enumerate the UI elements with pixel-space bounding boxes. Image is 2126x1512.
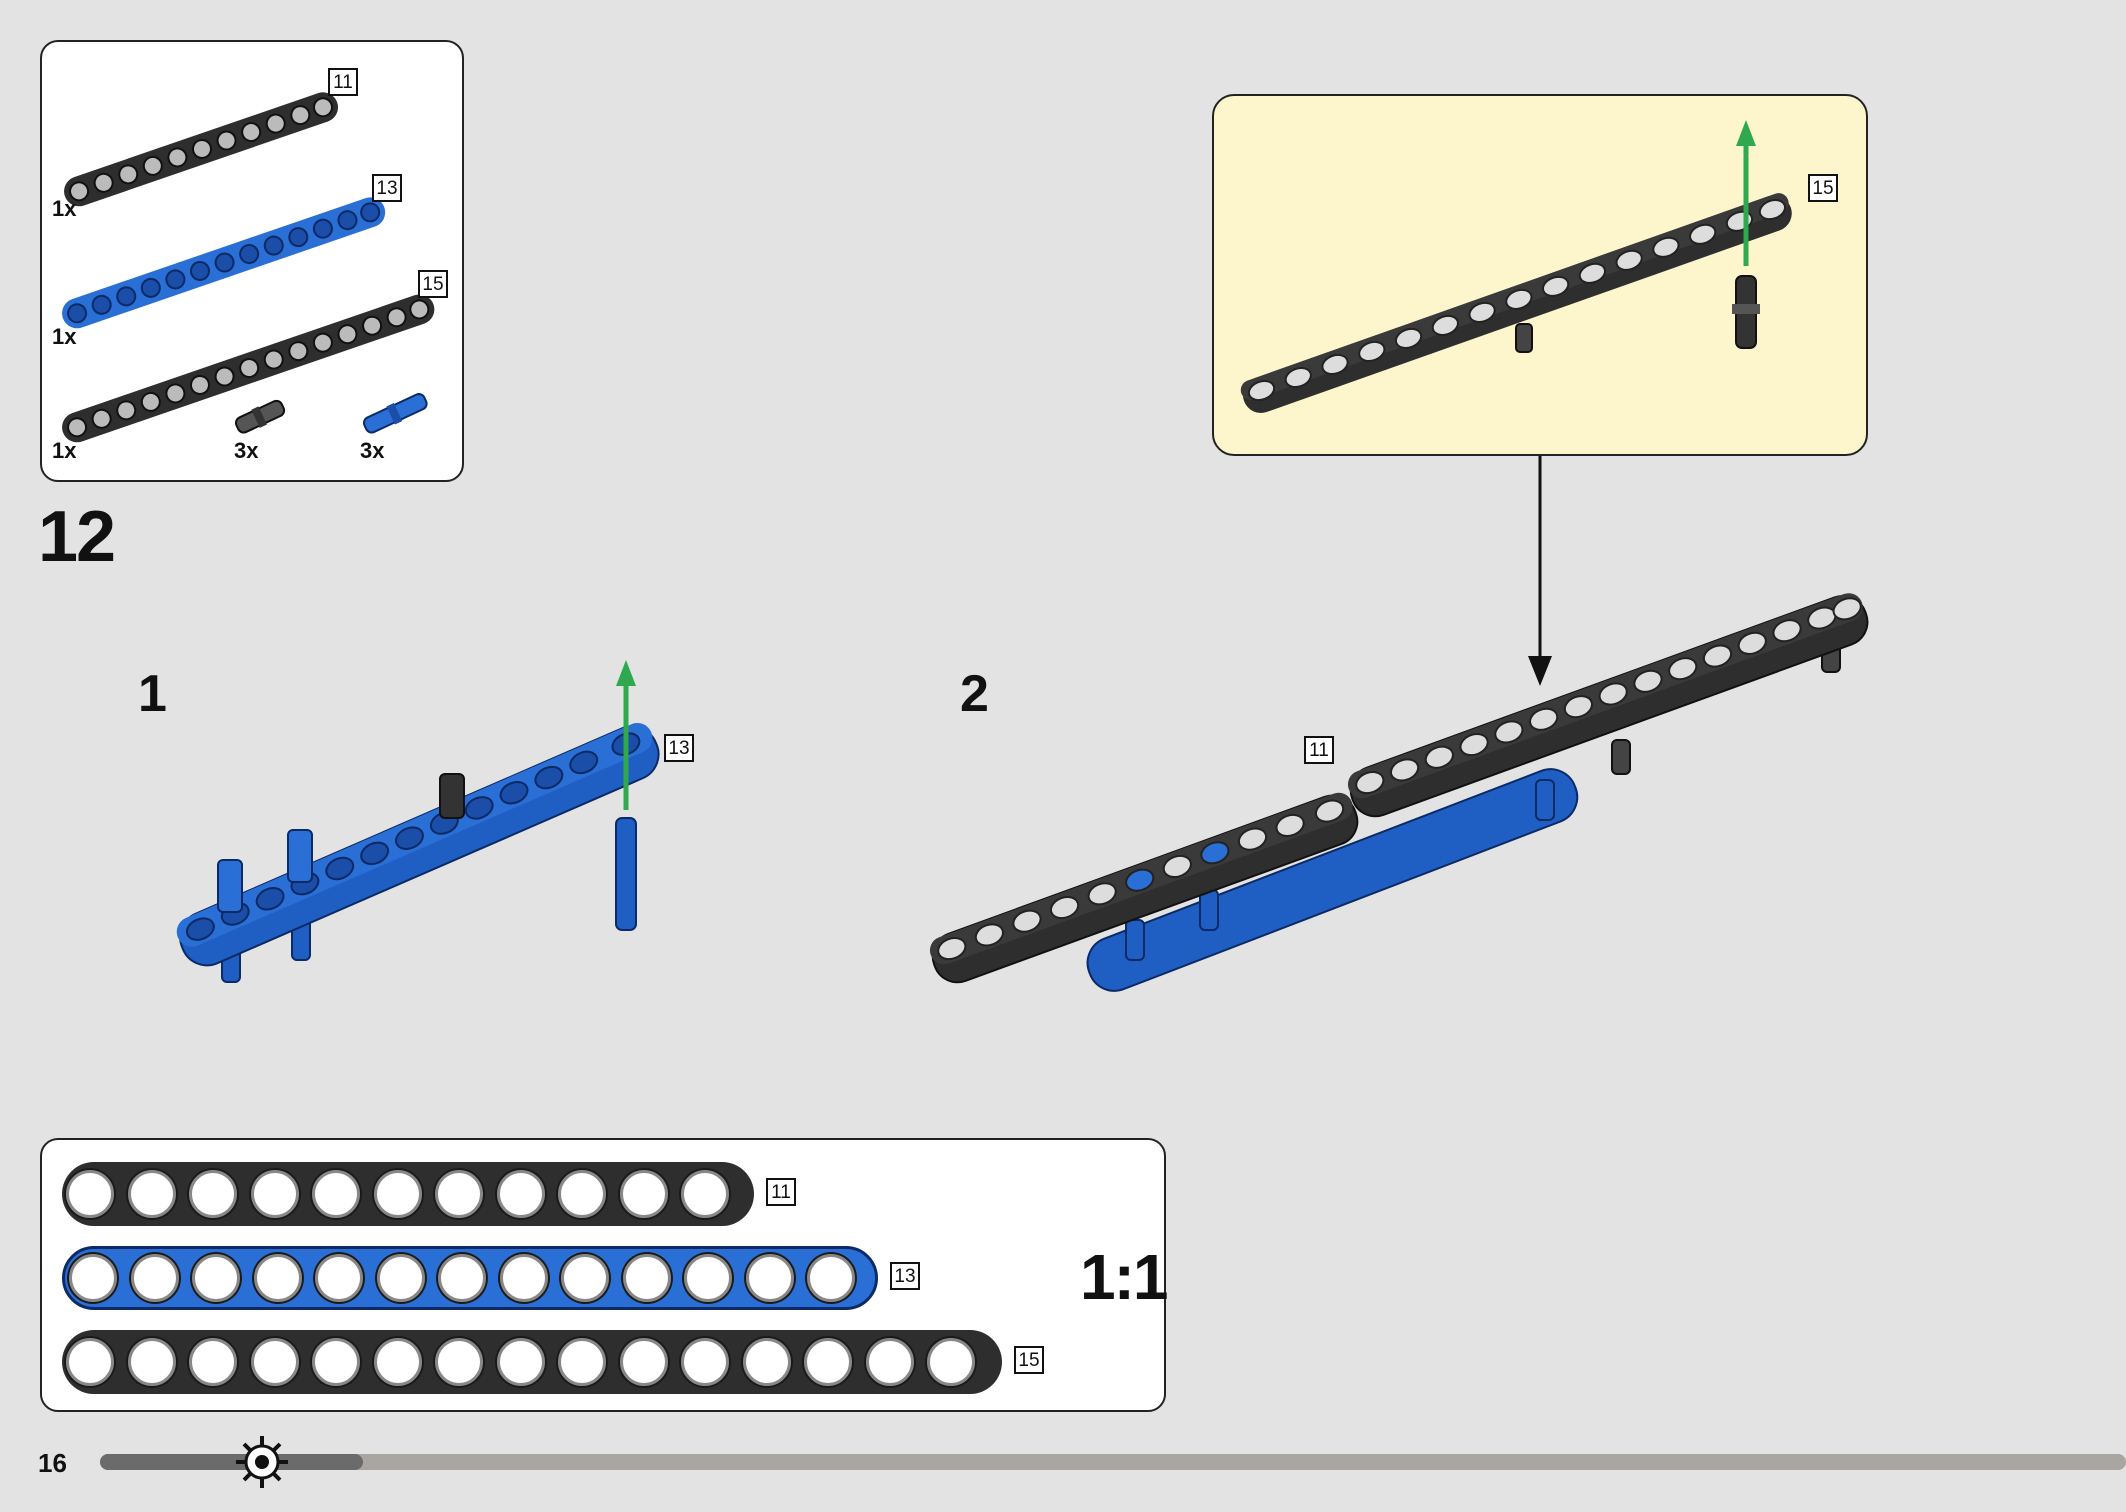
ruler-beam-13 — [62, 1246, 878, 1310]
beam-11-part-image — [62, 92, 435, 443]
ruler-beam-15 — [62, 1330, 1002, 1394]
part-qty-beam-11: 1x — [52, 196, 77, 221]
part-qty-black-pin: 3x — [234, 438, 259, 463]
part-qty-beam-15: 1x — [52, 438, 77, 463]
parts-list-panel: 11 13 15 1x 1x 1x 3x 3x — [40, 40, 464, 482]
substep-2-assembly — [929, 593, 1869, 992]
substep-2-part-tag-11: 11 — [1304, 736, 1334, 764]
substep-1-assembly — [176, 660, 660, 983]
substep-2-label: 2 — [960, 665, 989, 723]
callout-box: 15 — [1212, 94, 1868, 456]
part-tag-15: 15 — [418, 270, 448, 298]
ruler-beam-11 — [62, 1162, 754, 1226]
ruler-tag-11: 11 — [766, 1178, 796, 1206]
ruler-tag-15: 15 — [1014, 1346, 1044, 1374]
callout-connector-arrow — [1528, 456, 1552, 686]
part-tag-11: 11 — [328, 68, 358, 96]
step-number: 12 — [38, 497, 116, 577]
scale-ruler-panel: 11 13 15 1:1 — [40, 1138, 1168, 1412]
part-tag-13: 13 — [372, 174, 402, 202]
progress-track — [100, 1454, 2126, 1470]
part-qty-blue-pin: 3x — [360, 438, 385, 463]
page-number: 16 — [38, 1448, 67, 1478]
scale-label: 1:1 — [1080, 1241, 1168, 1313]
substep-1-part-tag-13: 13 — [664, 734, 694, 762]
callout-part-tag-15: 15 — [1808, 174, 1838, 202]
substep-1-label: 1 — [138, 665, 167, 723]
callout-beam-image — [1240, 120, 1792, 413]
progress-gear-icon — [236, 1436, 288, 1488]
progress-fill — [100, 1454, 364, 1470]
part-qty-beam-13: 1x — [52, 324, 77, 349]
ruler-tag-13: 13 — [890, 1262, 920, 1290]
